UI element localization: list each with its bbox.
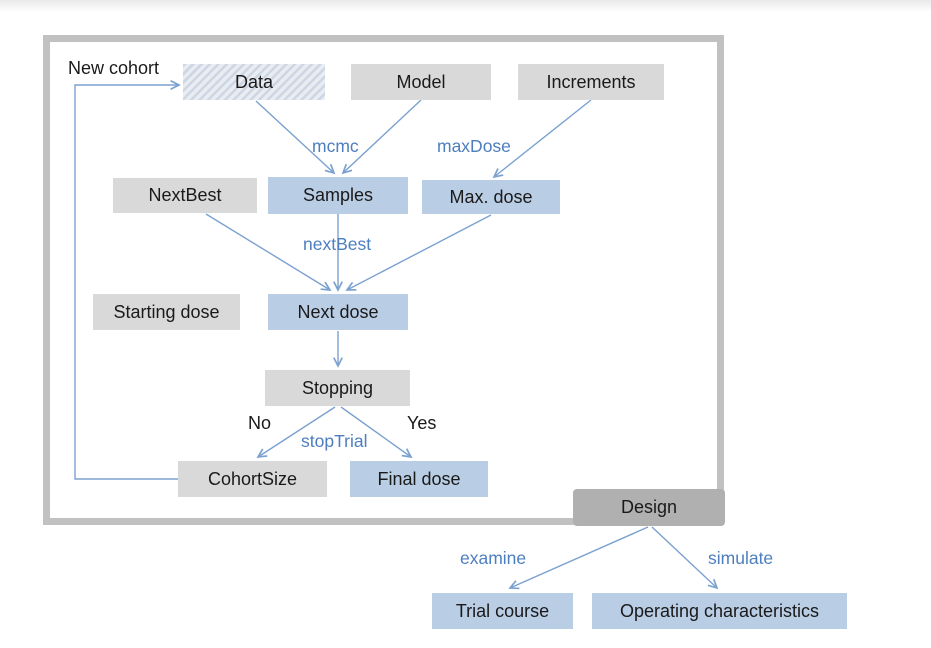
node-final-dose: Final dose bbox=[350, 461, 488, 497]
label-new-cohort: New cohort bbox=[68, 58, 160, 78]
node-trial-course: Trial course bbox=[432, 593, 573, 629]
label-simulate: simulate bbox=[708, 548, 774, 568]
label-stoptrial: stopTrial bbox=[301, 431, 368, 451]
node-next-dose: Next dose bbox=[268, 294, 408, 330]
node-nextbest: NextBest bbox=[113, 178, 257, 213]
node-starting-dose: Starting dose bbox=[93, 294, 240, 330]
node-data: Data bbox=[183, 64, 325, 100]
label-examine: examine bbox=[460, 548, 527, 568]
page-edge-fade bbox=[0, 0, 931, 12]
node-design: Design bbox=[573, 489, 725, 526]
label-no: No bbox=[248, 413, 272, 433]
label-yes: Yes bbox=[407, 413, 437, 433]
node-max-dose: Max. dose bbox=[422, 180, 560, 214]
node-samples: Samples bbox=[268, 177, 408, 214]
label-nextbest: nextBest bbox=[303, 234, 372, 254]
node-increments: Increments bbox=[518, 64, 664, 100]
label-mcmc: mcmc bbox=[312, 136, 359, 156]
node-stopping: Stopping bbox=[265, 370, 410, 406]
node-cohort-size: CohortSize bbox=[178, 461, 327, 497]
trial-loop-frame bbox=[43, 35, 724, 525]
label-maxdose: maxDose bbox=[437, 136, 511, 156]
node-operating-characteristics: Operating characteristics bbox=[592, 593, 847, 629]
node-model: Model bbox=[351, 64, 491, 100]
